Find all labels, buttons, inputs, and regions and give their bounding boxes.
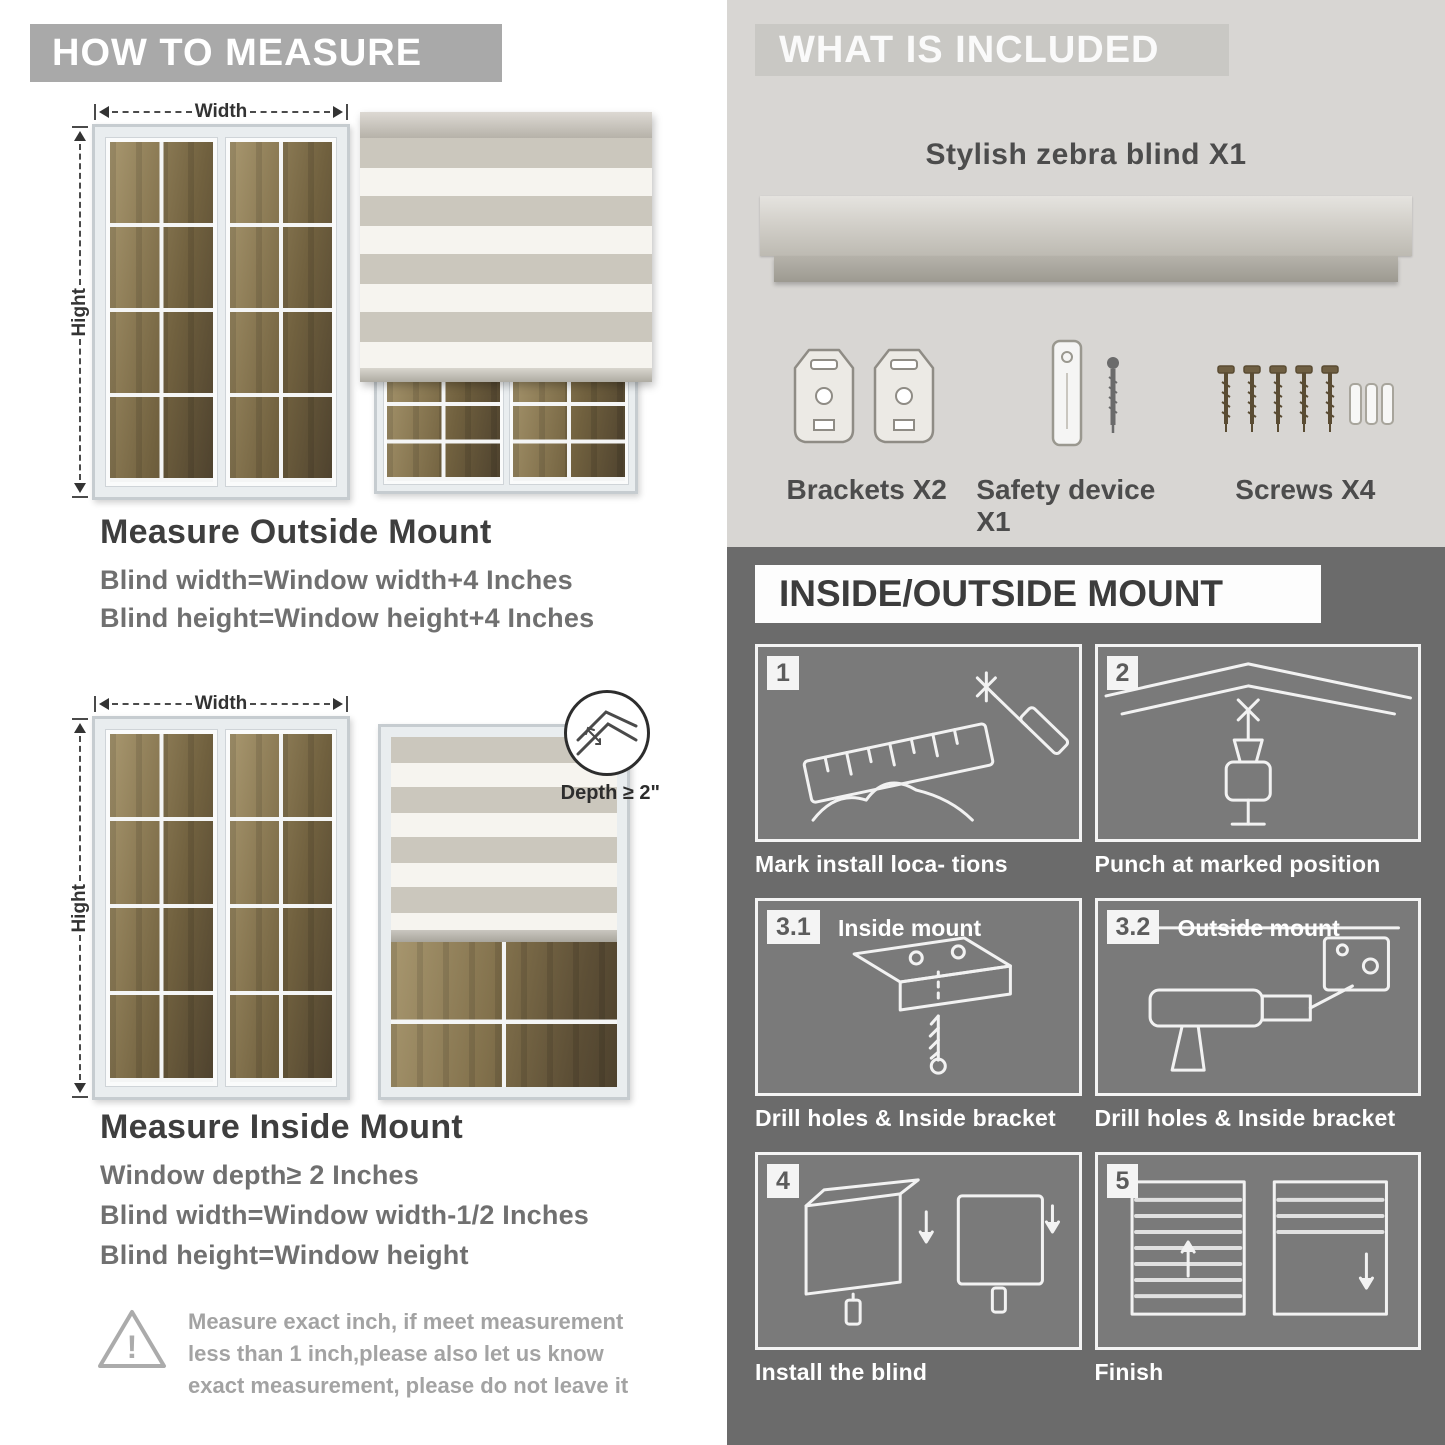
brackets-icon [793,348,934,444]
how-to-measure-title: HOW TO MEASURE [52,31,423,74]
how-to-measure-pane: HOW TO MEASURE Width Hight [0,0,722,1445]
screws-icon [1217,365,1395,432]
included-parts-row: Brackets X2 Safety device X1 [757,322,1415,538]
screws-label: Screws X4 [1235,474,1376,505]
step-4-number: 4 [767,1164,799,1198]
blind-headrail [360,112,652,138]
zebra-blind-unit [360,112,652,382]
how-to-measure-banner: HOW TO MEASURE [30,24,502,82]
safety-device-item: Safety device X1 [976,322,1195,538]
mount-banner-title: INSIDE/OUTSIDE MOUNT [779,573,1224,614]
inside-mount-line-3: Blind height=Window height [100,1240,469,1270]
step-3-1-number: 3.1 [767,910,820,944]
warning-text: Measure exact inch, if meet measurement … [188,1309,629,1398]
step-5-illustration [1130,1180,1388,1316]
step-3-1-label: Inside mount [838,915,982,941]
step-4: 4 Instal [755,1152,1082,1389]
step-3-1-caption: Drill holes & Inside bracket [755,1105,1056,1131]
screws-item: Screws X4 [1196,322,1415,538]
step-2-illustration [1104,662,1412,826]
headrail-illustration [760,196,1412,282]
inside-mount-heading: Measure Inside Mount [100,1108,464,1146]
what-is-included-pane: WHAT IS INCLUDED Stylish zebra blind X1 [727,0,1445,547]
step-1: 1 [755,644,1082,881]
inside-mount-line-1: Window depth≥ 2 Inches [100,1160,419,1190]
window-sash-left [106,138,217,486]
step-5-number: 5 [1106,1164,1139,1198]
safety-device-label: Safety device X1 [976,474,1156,537]
step-3-1: 3.1 Inside mount Drill holes & Inside br… [755,898,1082,1135]
step-3-2-label: Outside mount [1177,915,1340,941]
step-2-caption: Punch at marked position [1094,851,1381,877]
step-3-2-illustration [1126,926,1400,1072]
step-1-illustration [802,671,1070,822]
mount-banner: INSIDE/OUTSIDE MOUNT [755,565,1321,623]
mount-steps-grid: 1 [755,644,1421,1389]
step-4-illustration [804,1178,1060,1326]
outside-mount-line-1: Blind width=Window width+4 Inches [100,565,573,595]
inside-mount-window-illustration: Width Hight [68,692,350,1100]
outside-mount-window-illustration: Width Hight [68,100,350,500]
what-is-included-title: WHAT IS INCLUDED [779,28,1160,71]
height-label: Hight [69,883,90,933]
width-label: Width [194,101,248,122]
window-sash-right [225,138,336,486]
step-4-caption: Install the blind [755,1359,928,1385]
inside-mount-line-2: Blind width=Window width-1/2 Inches [100,1200,590,1230]
brackets-item: Brackets X2 [757,322,976,538]
window-lower-panes [391,941,617,1087]
step-2: 2 Punch at marked position [1094,644,1421,881]
step-5: 5 Finish [1094,1152,1421,1389]
step-3-2-caption: Drill holes & Inside bracket [1094,1105,1396,1131]
zebra-blind-title: Stylish zebra blind X1 [925,138,1247,171]
step-3-1-illustration [852,936,1012,1075]
warning-mark: ! [127,1329,138,1365]
warning-triangle-icon: ! [98,1310,166,1368]
outside-mount-blind-illustration [360,112,652,494]
width-arrow: Width [92,100,350,124]
depth-label: Depth ≥ 2" [560,782,660,804]
zebra-stripes [391,737,617,930]
what-is-included-banner: WHAT IS INCLUDED [755,24,1229,76]
width-arrow: Width [92,692,350,716]
zebra-stripes [360,138,652,368]
width-label: Width [194,693,248,714]
step-5-caption: Finish [1094,1359,1164,1385]
blind-bottomrail [360,368,652,382]
mount-instructions-pane: INSIDE/OUTSIDE MOUNT 1 [727,547,1445,1445]
height-arrow: Hight [68,716,92,1100]
outside-mount-heading: Measure Outside Mount [100,513,492,551]
height-label: Hight [69,287,90,337]
safety-device-icon [1051,339,1119,447]
step-3-2-number: 3.2 [1106,910,1160,944]
inside-mount-blind-illustration: Depth ≥ 2" [378,690,660,1100]
outside-mount-line-2: Blind height=Window height+4 Inches [100,603,595,633]
brackets-label: Brackets X2 [786,474,947,505]
window-illustration [92,124,350,500]
window-illustration [92,716,350,1100]
height-arrow: Hight [68,124,92,500]
step-1-number: 1 [767,656,799,690]
depth-magnifier-icon [564,690,650,776]
step-1-caption: Mark install loca- tions [755,851,1008,877]
step-3-2: 3.2 Outside mount Drill holes & Inside b… [1094,898,1421,1135]
blind-bottomrail [391,929,617,942]
step-2-number: 2 [1106,656,1139,690]
measure-warning: ! Measure exact inch, if meet measuremen… [96,1306,644,1402]
